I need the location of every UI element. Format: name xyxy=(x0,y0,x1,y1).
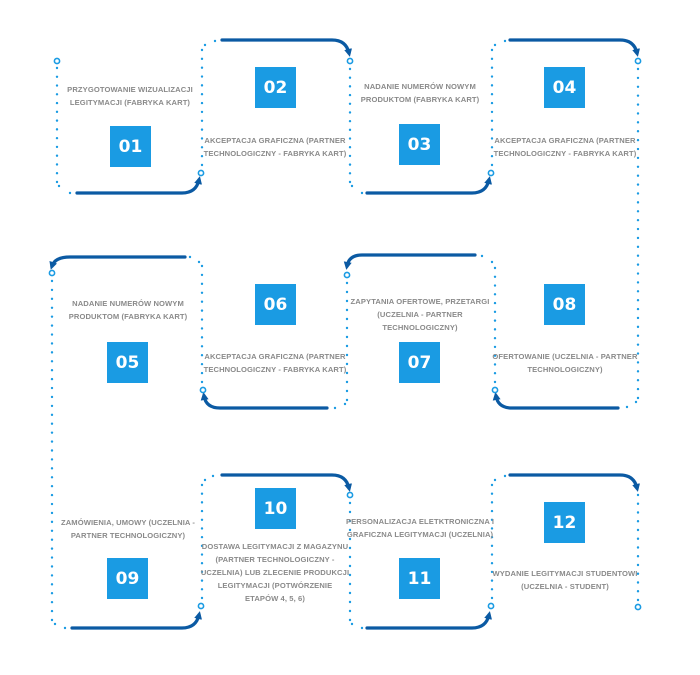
step-11-end-circle xyxy=(487,602,495,610)
step-02-end-circle xyxy=(346,57,354,65)
step-05-09-dotted-left xyxy=(50,279,54,622)
step-02-dotted-left xyxy=(200,48,204,167)
arrow-11-to-12 xyxy=(365,611,492,630)
step-02-label: AKCEPTACJA GRAFICZNA (PARTNER TECHNOLOGI… xyxy=(203,136,347,158)
step-03-dotted-left xyxy=(348,67,352,184)
step-08-dotted-corner xyxy=(480,254,494,264)
arrow-07-to-06 xyxy=(343,253,477,270)
step-07-label: ZAPYTANIA OFERTOWE, PRZETARGI (UCZELNIA … xyxy=(350,297,490,332)
step-10-dotted-left xyxy=(200,483,204,600)
step-05-end-circle xyxy=(48,269,56,277)
arrow-03-to-04 xyxy=(365,176,492,195)
step-03-label: NADANIE NUMERÓW NOWYM PRODUKTOM (FABRYKA… xyxy=(360,82,480,104)
step-08-number: 08 xyxy=(544,284,585,325)
step-04-label: AKCEPTACJA GRAFICZNA (PARTNER TECHNOLOGI… xyxy=(493,136,637,158)
step-06-dotted-corner xyxy=(188,255,201,264)
step-09-dotted-corner xyxy=(53,622,67,630)
step-03-end-circle xyxy=(487,169,495,177)
step-01-label: PRZYGOTOWANIE WIZUALIZACJI LEGITYMACJI (… xyxy=(67,85,193,107)
step-06-number: 06 xyxy=(255,284,296,325)
step-10-number: 10 xyxy=(255,488,296,529)
arrow-09-to-10 xyxy=(70,611,202,630)
step-12-dotted-right xyxy=(636,493,640,602)
step-04-end-circle xyxy=(634,57,642,65)
step-08-dotted-corner xyxy=(625,400,638,409)
arrow-06-to-05 xyxy=(200,392,329,410)
arrow-10-to-11 xyxy=(220,473,352,492)
step-09-number: 09 xyxy=(107,558,148,599)
arrow-08-to-07 xyxy=(492,392,620,410)
step-12-dotted-corner xyxy=(493,474,507,482)
step-12-end-circle xyxy=(634,603,642,611)
step-01-dotted-left xyxy=(55,66,59,184)
step-05-label: NADANIE NUMERÓW NOWYM PRODUKTOM (FABRYKA… xyxy=(68,299,188,321)
step-04-dotted-left xyxy=(490,48,494,167)
arrow-02-to-03 xyxy=(220,38,352,57)
step-03-number: 03 xyxy=(399,124,440,165)
step-04-number: 04 xyxy=(544,67,585,108)
step-01-dotted-corner xyxy=(57,184,72,195)
step-07-end-circle xyxy=(343,271,351,279)
step-01-start-circle xyxy=(53,57,61,65)
step-10-label: DOSTAWA LEGITYMACJI Z MAGAZYNU (PARTNER … xyxy=(200,542,350,603)
step-11-number: 11 xyxy=(399,558,440,599)
step-10-dotted-corner xyxy=(203,474,215,482)
arrow-12-end xyxy=(508,473,640,492)
step-07-dotted-corner xyxy=(333,402,347,410)
step-02-number: 02 xyxy=(255,67,296,108)
arrow-04-to-08 xyxy=(508,38,640,57)
step-06-label: AKCEPTACJA GRAFICZNA (PARTNER TECHNOLOGI… xyxy=(203,352,347,374)
step-01-end-circle xyxy=(197,169,205,177)
step-08-label: OFERTOWANIE (UCZELNIA - PARTNER TECHNOLO… xyxy=(492,352,638,374)
step-11-dotted-corner xyxy=(350,622,364,630)
arrow-05-to-09 xyxy=(49,255,187,270)
step-07-dotted-left xyxy=(345,281,349,402)
step-09-end-circle xyxy=(197,602,205,610)
step-06-dotted-left xyxy=(200,264,204,384)
step-12-label: WYDANIE LEGITYMACJI STUDENTOWI (UCZELNIA… xyxy=(492,569,638,591)
step-04-08-dotted-right xyxy=(636,67,640,400)
step-11-label: PERSONALIZACJA ELETKTRONICZNA I GRAFICZN… xyxy=(345,517,495,539)
step-08-end-circle xyxy=(491,386,499,394)
step-02-dotted-corner xyxy=(203,39,217,47)
step-04-dotted-corner xyxy=(493,39,507,47)
step-06-end-circle xyxy=(199,386,207,394)
step-01-number: 01 xyxy=(110,126,151,167)
step-03-dotted-corner xyxy=(350,184,364,195)
step-11-dotted-left xyxy=(348,501,352,622)
step-12-number: 12 xyxy=(544,502,585,543)
step-09-label: ZAMÓWIENIA, UMOWY (UCZELNIA - PARTNER TE… xyxy=(60,518,196,540)
step-12-dotted-left xyxy=(490,483,494,600)
step-07-number: 07 xyxy=(399,342,440,383)
arrow-01-to-02 xyxy=(75,176,202,195)
step-10-end-circle xyxy=(346,491,354,499)
step-08-dotted-left xyxy=(493,266,497,384)
step-05-number: 05 xyxy=(107,342,148,383)
